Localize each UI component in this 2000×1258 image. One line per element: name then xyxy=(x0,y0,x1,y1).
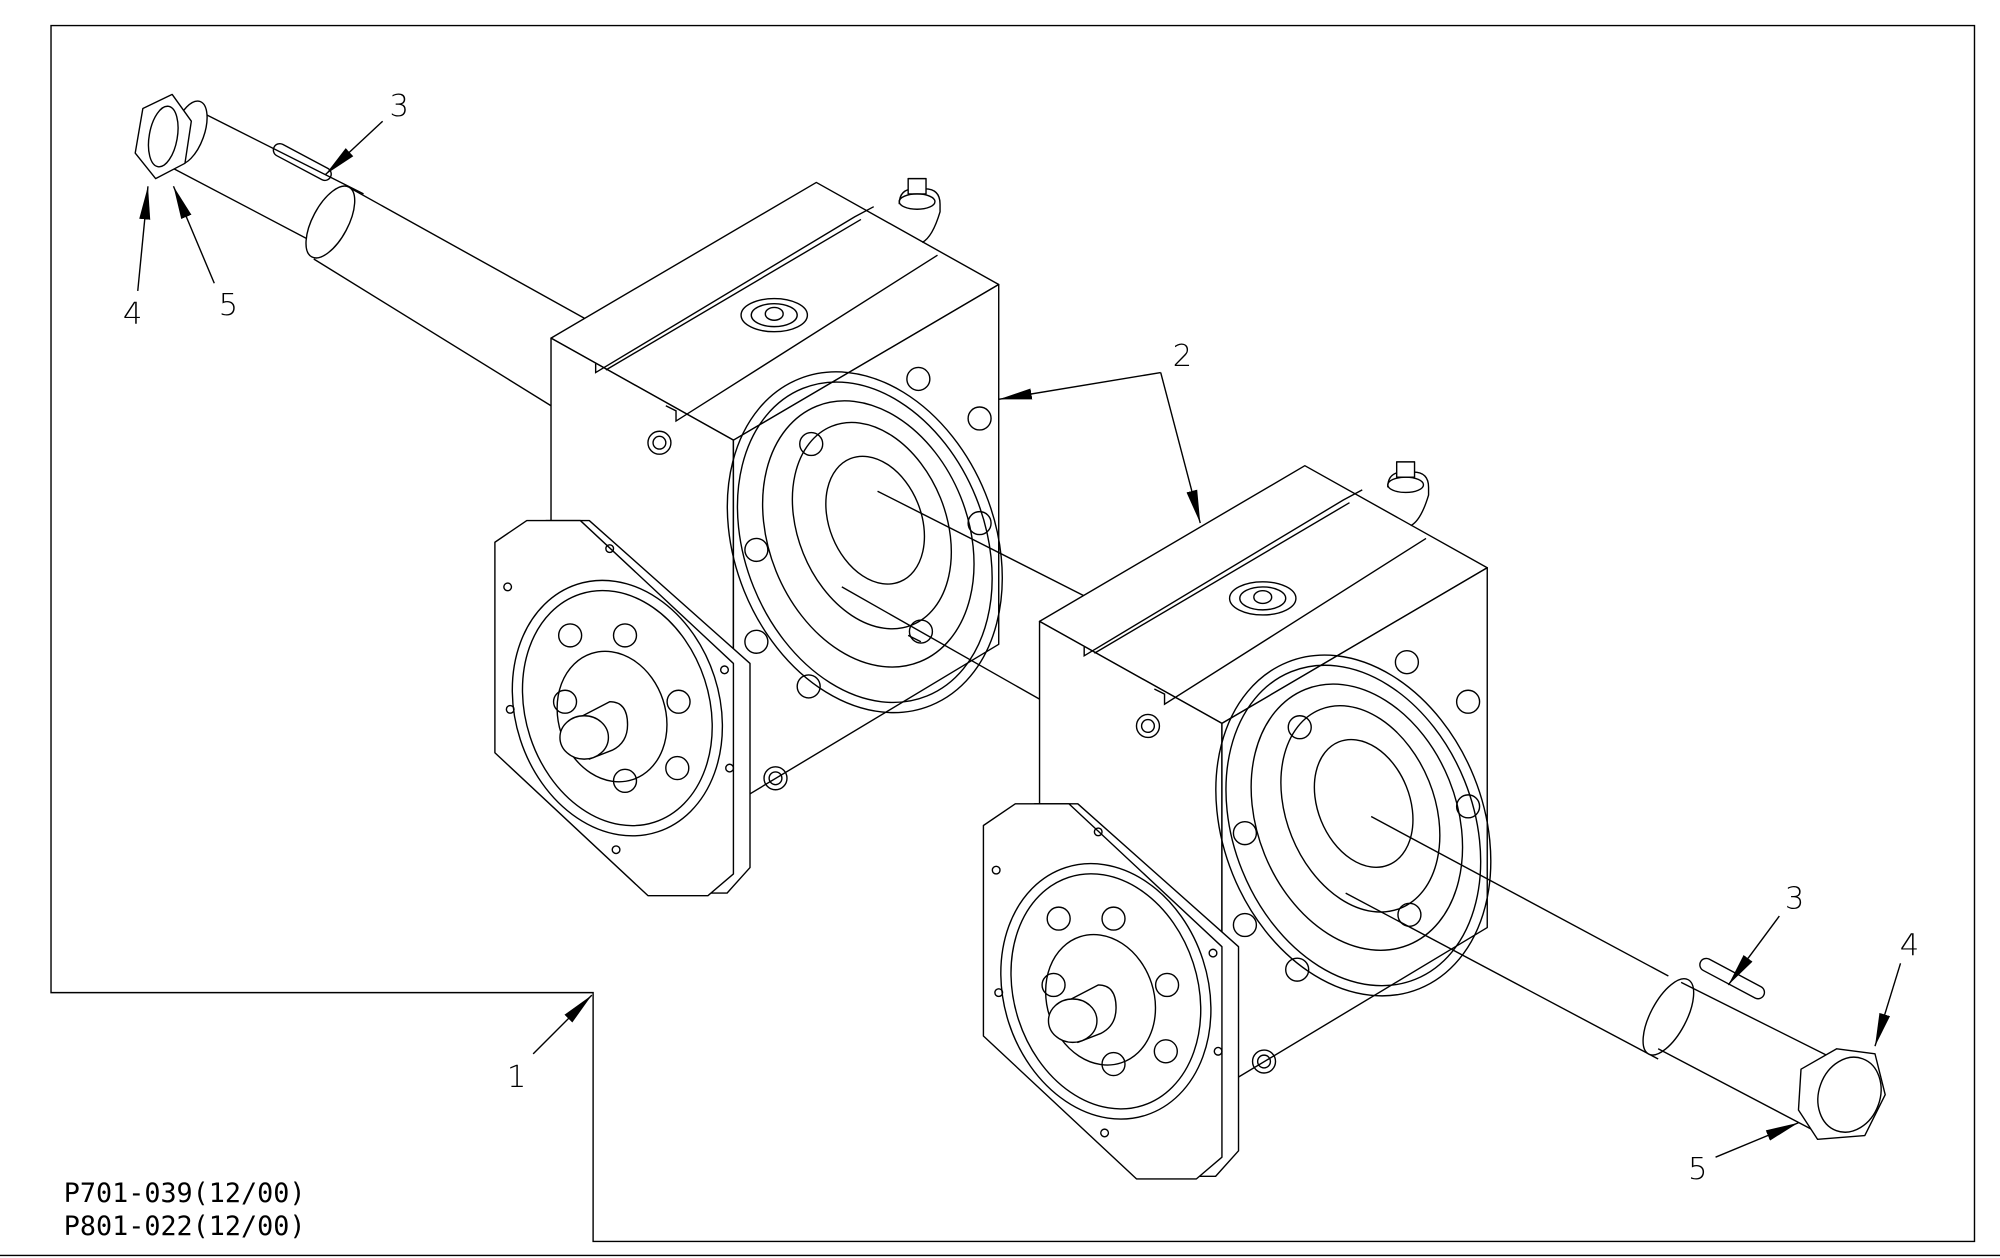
callout-2: 2 xyxy=(1173,339,1192,374)
drawing-reference-1: P701-039(12/00) xyxy=(64,1178,306,1209)
gearbox-1 xyxy=(479,177,1053,897)
right-output-shaft xyxy=(1345,815,1886,1141)
hex-nut xyxy=(134,93,193,180)
callout-5-right: 5 xyxy=(1688,1152,1707,1187)
callout-4-left: 4 xyxy=(123,297,142,332)
callout-5-left: 5 xyxy=(219,288,238,323)
leader-lines xyxy=(137,120,1902,1158)
connecting-shaft xyxy=(841,490,1085,700)
gearbox-2 xyxy=(967,461,1541,1180)
callout-3-right: 3 xyxy=(1785,881,1804,916)
callout-3-left: 3 xyxy=(389,89,408,124)
callout-1: 1 xyxy=(507,1060,526,1095)
callout-frame xyxy=(50,24,1976,1243)
left-output-shaft xyxy=(134,93,600,407)
hex-nut xyxy=(1797,1048,1886,1141)
callout-4-right: 4 xyxy=(1900,929,1919,964)
drawing-reference-2: P801-022(12/00) xyxy=(64,1211,306,1242)
